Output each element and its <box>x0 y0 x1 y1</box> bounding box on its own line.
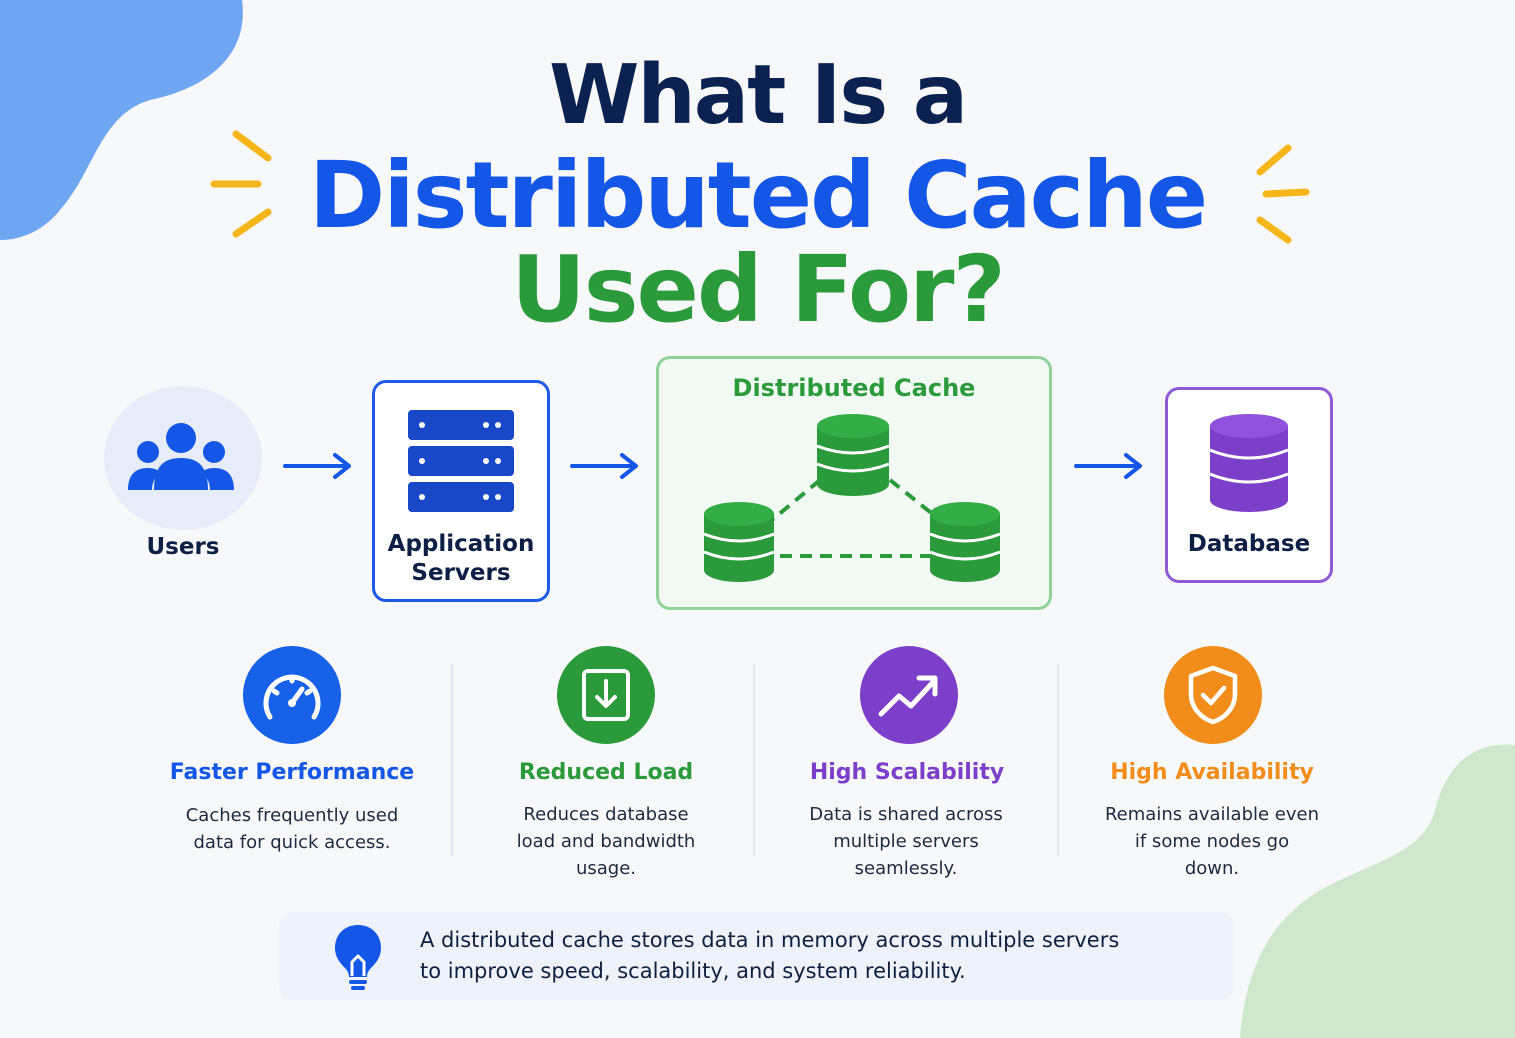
summary-note-line-2: to improve speed, scalability, and syste… <box>420 959 966 983</box>
feature-desc-high-scalability-line-3: seamlessly. <box>854 858 958 879</box>
blue-corner-blob <box>0 0 243 240</box>
cache-node-left-icon <box>703 502 775 582</box>
feature-desc-high-availability-line-3: down. <box>1184 858 1240 879</box>
feature-desc-faster-performance-line-1: Caches frequently used <box>185 805 399 826</box>
shield-check-icon <box>1164 646 1262 744</box>
cache-node-right-icon <box>929 502 1001 582</box>
cache-node-top-icon <box>816 414 890 496</box>
lightbulb-icon <box>335 925 381 990</box>
title-line-1: What Is a <box>548 48 968 143</box>
feature-divider-2 <box>753 664 755 856</box>
feature-title-high-availability: High Availability <box>1110 760 1314 785</box>
title-line-2: Distributed Cache <box>308 142 1208 249</box>
feature-desc-reduced-load-line-2: load and bandwidth <box>516 831 696 852</box>
title-line-3: Used For? <box>511 236 1006 343</box>
summary-note <box>279 912 1234 1000</box>
green-corner-blob <box>1240 744 1515 1038</box>
trend-up-icon <box>860 646 958 744</box>
users-label: Users <box>146 534 220 560</box>
users-node <box>104 386 262 530</box>
arrow-users-to-app <box>283 453 351 479</box>
application-servers-label-line-1: Application <box>387 531 535 557</box>
users-icon <box>128 423 234 490</box>
feature-title-faster-performance: Faster Performance <box>169 760 415 785</box>
application-servers-label-line-2: Servers <box>411 560 511 586</box>
feature-divider-3 <box>1057 664 1059 856</box>
feature-desc-high-availability-line-2: if some nodes go <box>1134 831 1290 852</box>
speedometer-icon <box>243 646 341 744</box>
feature-desc-high-scalability-line-2: multiple servers <box>833 831 979 852</box>
feature-desc-high-scalability-line-1: Data is shared across <box>809 804 1003 825</box>
cache-cluster-icon <box>703 414 1001 582</box>
feature-divider-1 <box>451 664 453 856</box>
database-label: Database <box>1187 531 1311 557</box>
feature-desc-reduced-load-line-1: Reduces database <box>523 804 689 825</box>
database-icon <box>1209 414 1289 512</box>
feature-desc-reduced-load-line-3: usage. <box>575 858 637 879</box>
arrow-cache-to-db <box>1074 453 1142 479</box>
feature-desc-high-availability-line-1: Remains available even <box>1104 804 1320 825</box>
feature-title-high-scalability: High Scalability <box>809 760 1005 785</box>
server-rack-icon <box>408 410 514 512</box>
right-spark-icon <box>1256 144 1310 244</box>
feature-desc-faster-performance-line-2: data for quick access. <box>193 832 391 853</box>
distributed-cache-label: Distributed Cache <box>732 374 976 402</box>
summary-note-line-1: A distributed cache stores data in memor… <box>420 928 1120 952</box>
download-box-icon <box>557 646 655 744</box>
feature-title-reduced-load: Reduced Load <box>518 760 694 785</box>
left-spark-icon <box>210 130 272 238</box>
arrow-app-to-cache <box>570 453 638 479</box>
